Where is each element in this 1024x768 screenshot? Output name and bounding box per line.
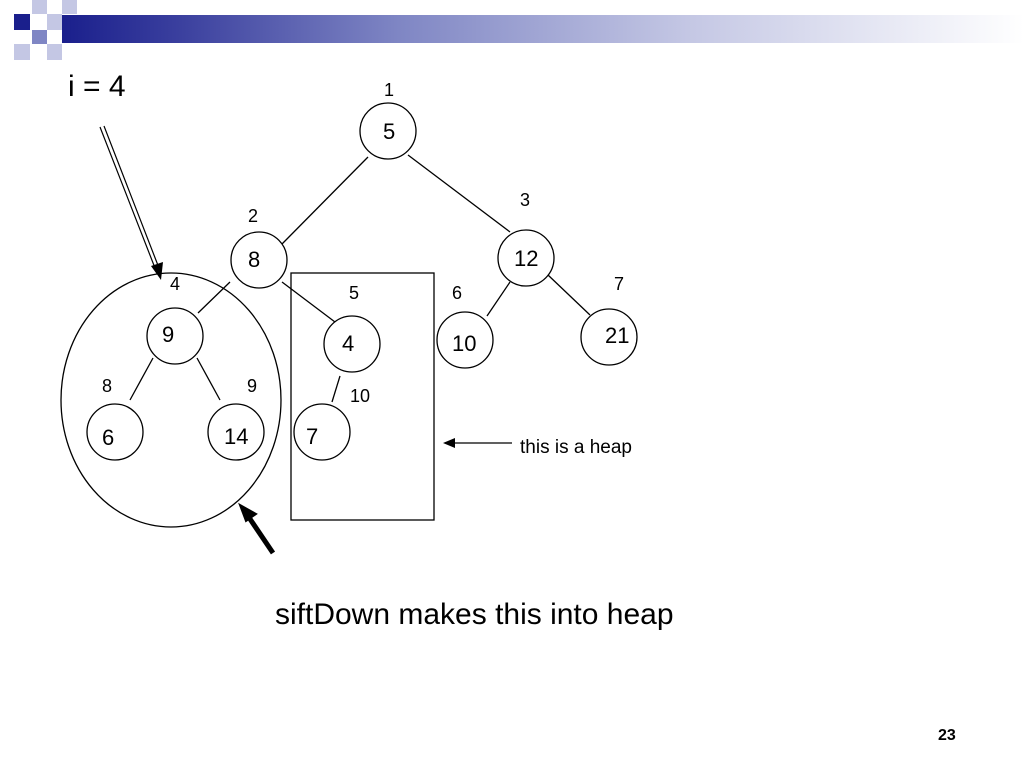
node-circle-3	[497, 229, 555, 287]
node-circle-2	[230, 231, 288, 289]
node-circle-5	[323, 315, 381, 373]
node-circle-4	[146, 307, 204, 365]
tree-edges	[129, 154, 591, 403]
edge-5-10	[331, 375, 341, 403]
edge-2-5	[281, 281, 336, 323]
header-gradient-bar	[62, 15, 1024, 43]
slide-number: 23	[938, 727, 956, 744]
node-value-5: 4	[342, 331, 354, 356]
node-value-2: 8	[248, 247, 260, 272]
loop-index-label: i = 4	[68, 70, 126, 103]
heap-note-label: this is a heap	[520, 437, 632, 458]
i-pointer-arrow	[99, 125, 160, 269]
node-index-2: 2	[248, 206, 258, 226]
edge-4-9	[196, 357, 221, 401]
node-value-9: 14	[224, 424, 248, 449]
edge-1-2	[281, 156, 369, 245]
siftdown-caption: siftDown makes this into heap	[275, 598, 674, 631]
node-value-8: 6	[102, 425, 114, 450]
node-value-1: 5	[383, 119, 395, 144]
node-circle-10	[293, 403, 351, 461]
node-values: 5 8 12 9 4 10 21 6 14 7	[102, 119, 629, 450]
subtree-highlight-ellipse	[60, 272, 282, 528]
node-value-4: 9	[162, 322, 174, 347]
node-value-6: 10	[452, 331, 476, 356]
node-circle-9	[207, 403, 265, 461]
node-value-3: 12	[514, 246, 538, 271]
node-value-10: 7	[306, 424, 318, 449]
edge-3-6	[486, 281, 511, 317]
node-index-8: 8	[102, 376, 112, 396]
node-index-10: 10	[350, 386, 370, 406]
node-circle-6	[436, 311, 494, 369]
tree-nodes	[86, 102, 638, 461]
slide-header-bar	[0, 0, 1024, 62]
siftdown-arrowhead	[238, 502, 258, 523]
i-pointer-arrowhead	[151, 262, 163, 280]
node-index-4: 4	[170, 274, 180, 294]
edge-3-7	[547, 274, 591, 316]
node-index-5: 5	[349, 283, 359, 303]
node-index-7: 7	[614, 274, 624, 294]
edge-1-3	[407, 154, 511, 233]
node-index-6: 6	[452, 283, 462, 303]
node-circle-7	[580, 308, 638, 366]
siftdown-arrow	[245, 514, 276, 555]
node-index-3: 3	[520, 190, 530, 210]
header-decoration	[0, 0, 80, 62]
node-index-9: 9	[247, 376, 257, 396]
node-circle-1	[359, 102, 417, 160]
edge-2-4	[197, 281, 231, 314]
node-index-1: 1	[384, 80, 394, 100]
node-indices: 1 2 3 4 5 6 7 8 9 10	[102, 80, 624, 406]
node-circle-8	[86, 403, 144, 461]
node-value-7: 21	[605, 323, 629, 348]
heap-subtree-box	[290, 272, 435, 521]
edge-4-8	[129, 357, 154, 401]
